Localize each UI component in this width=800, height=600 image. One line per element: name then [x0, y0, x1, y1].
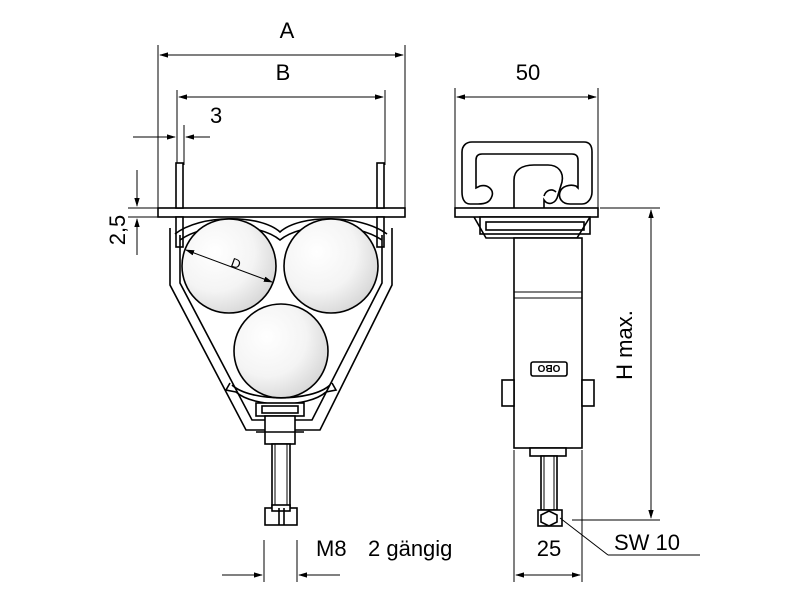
cable-bottom — [233, 303, 329, 399]
dimension-a: A — [157, 18, 406, 210]
dimension-plate-label: 2,5 — [105, 215, 130, 246]
side-top-plate — [454, 207, 599, 218]
front-view: A B 3 2,5 — [105, 18, 452, 582]
screw-head — [264, 504, 298, 526]
dimension-thread-label: M8 — [316, 536, 347, 561]
dimension-width-label: 50 — [516, 60, 540, 85]
cable-right — [283, 218, 379, 314]
right-rod — [376, 162, 385, 209]
dimension-width: 50 — [454, 60, 599, 210]
dimension-plate: 2,5 — [105, 170, 160, 255]
threaded-rod — [271, 443, 291, 509]
dimension-nut-width: 25 — [513, 450, 583, 582]
dimension-thread: M8 2 gängig — [222, 536, 452, 582]
upper-saddle — [174, 217, 388, 235]
dimension-gap-label: 3 — [210, 103, 222, 128]
dimension-height: H max. — [572, 207, 660, 521]
dimension-wrench: SW 10 — [559, 517, 700, 556]
brand-logo-text: OBO — [537, 362, 560, 373]
lower-saddle — [231, 384, 331, 399]
left-rod — [175, 162, 184, 209]
dimension-gap: 3 — [133, 103, 222, 165]
dimension-wrench-label: SW 10 — [614, 530, 680, 555]
dimension-b-label: B — [276, 60, 291, 85]
side-threaded-rod — [540, 455, 558, 511]
dimension-a-label: A — [280, 18, 295, 43]
side-body — [513, 237, 583, 449]
dimension-b: B — [176, 60, 386, 165]
centre-tongue — [513, 164, 564, 212]
side-view: 50 OBO — [454, 60, 700, 582]
profile-hook — [461, 141, 593, 205]
side-screw-head — [537, 509, 563, 527]
dimension-nut-width-label: 25 — [537, 536, 561, 561]
dimension-thread-note: 2 gängig — [368, 536, 452, 561]
brand-logo: OBO — [530, 361, 568, 377]
dimension-height-label: H max. — [612, 310, 637, 380]
top-plate — [157, 207, 406, 218]
